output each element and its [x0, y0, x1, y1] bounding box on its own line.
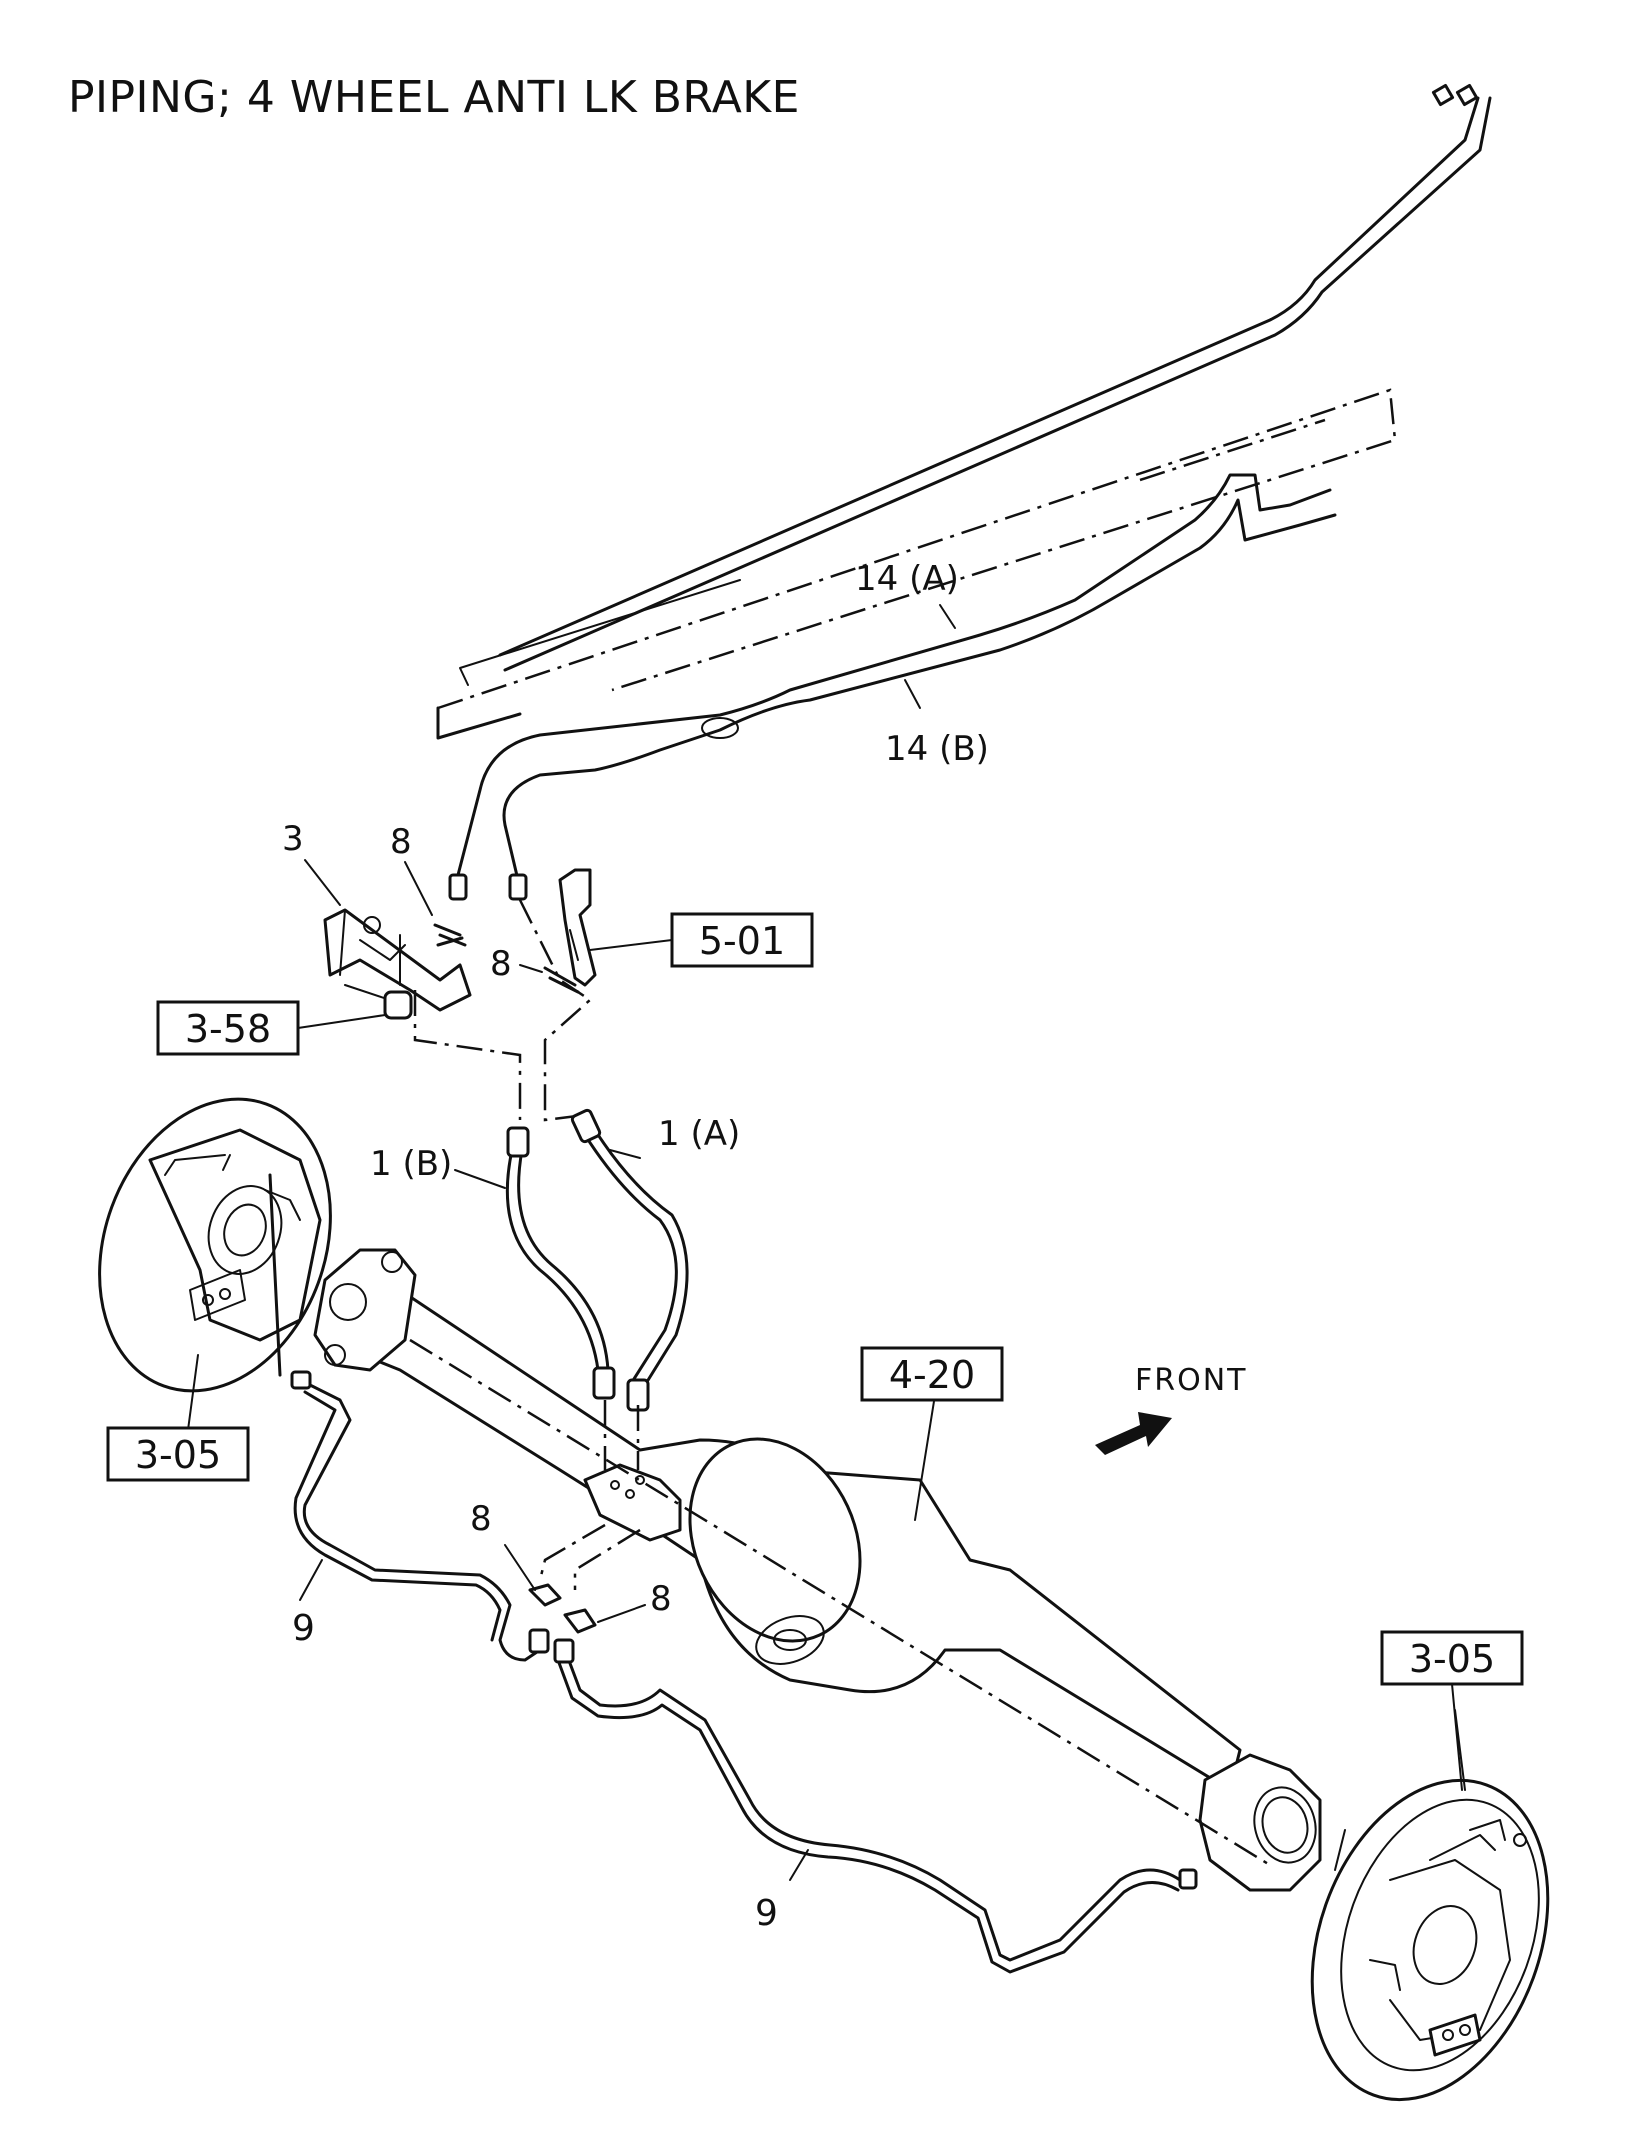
- right-brake-backing-plate: [1310, 1709, 1550, 2102]
- ref-box-3-05-left: 3-05: [106, 1426, 250, 1482]
- ref-4-20-text: 4-20: [889, 1353, 975, 1397]
- ref-box-3-58: 3-58: [156, 1000, 386, 1056]
- label-front: FRONT: [1135, 1363, 1247, 1398]
- label-14a: 14 (A): [855, 559, 959, 599]
- ref-3-58-text: 3-58: [185, 1007, 271, 1051]
- label-clip-8a: 8: [390, 822, 412, 862]
- label-14b: 14 (B): [885, 729, 989, 769]
- label-pipe-9-right: 9: [755, 1893, 778, 1934]
- ref-box-4-20: 4-20: [860, 1346, 1004, 1402]
- flexible-hoses: [454, 1108, 689, 1412]
- connection-centerlines: [413, 899, 593, 1122]
- label-clip-8b: 8: [490, 944, 512, 984]
- ref-box-3-05-right: 3-05: [1380, 1630, 1524, 1791]
- hose-bracket-centerlines: [538, 1400, 641, 1590]
- clip-8-lower-left: [504, 1544, 562, 1607]
- bolt-3-58: [344, 984, 413, 1020]
- ref-box-5-01: 5-01: [589, 912, 814, 968]
- label-clip-8c: 8: [470, 1499, 492, 1539]
- label-pipe-9-left: 9: [292, 1608, 315, 1649]
- clip-8-upper-left: [433, 923, 467, 947]
- label-clip-8d: 8: [650, 1579, 672, 1619]
- left-brake-backing-plate: [98, 1097, 332, 1431]
- front-arrow-icon: [1095, 1412, 1172, 1455]
- ref-3-05-left-text: 3-05: [135, 1433, 221, 1477]
- ref-5-01-text: 5-01: [699, 919, 785, 963]
- rigid-pipe-9-right: [553, 1638, 1198, 1974]
- bracket-3: [323, 908, 472, 1012]
- rigid-pipe-9-left: [290, 1370, 550, 1662]
- page-title: PIPING; 4 WHEEL ANTI LK BRAKE: [68, 72, 800, 123]
- bracket-5-01: [558, 868, 597, 987]
- label-hose-1b: 1 (B): [370, 1144, 452, 1184]
- label-hose-1a: 1 (A): [658, 1114, 740, 1154]
- upper-brake-pipes: [448, 83, 1492, 901]
- ref-3-05-right-text: 3-05: [1409, 1637, 1495, 1681]
- clip-8-lower-right: [563, 1604, 646, 1634]
- label-part-3: 3: [282, 819, 304, 859]
- rear-axle-housing: [313, 1248, 1322, 1892]
